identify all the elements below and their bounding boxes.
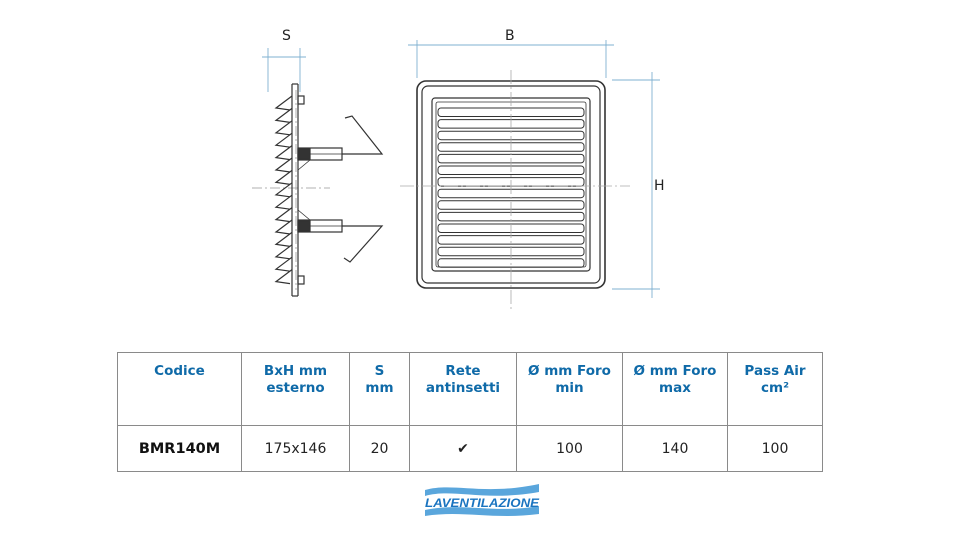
side-louver-slat (274, 269, 293, 285)
cell-s: 20 (349, 425, 410, 472)
side-louver-slat (274, 182, 293, 198)
dimension-label-s: S (282, 28, 291, 44)
table-row: BMR140M 175x146 20 ✔ 100 140 100 (117, 425, 823, 472)
cell-rete-check-icon: ✔ (409, 425, 517, 472)
side-louver-slat (274, 145, 293, 161)
side-louver-slat (274, 256, 293, 272)
side-louvers (274, 95, 293, 285)
cell-foro-max: 140 (622, 425, 728, 472)
side-louver-slat (274, 95, 293, 111)
dimension-h (612, 72, 660, 298)
front-centerlines (400, 70, 630, 312)
technical-drawing: S B H (252, 28, 665, 312)
side-louver-slat (274, 157, 293, 173)
brand-logo-text: LAVENTILAZIONE (425, 498, 539, 510)
cell-bxh: 175x146 (241, 425, 350, 472)
side-louver-slat (274, 207, 293, 223)
cell-foro-min: 100 (516, 425, 623, 472)
side-louver-slat (274, 107, 293, 123)
side-louver-slat (274, 219, 293, 235)
side-louver-slat (274, 231, 293, 247)
dimension-b (408, 40, 614, 78)
dimension-label-b: B (505, 28, 515, 44)
brand-logo: LAVENTILAZIONE (425, 484, 539, 516)
dimension-label-h: H (654, 178, 665, 194)
side-view (252, 83, 330, 297)
dimension-s (262, 48, 306, 92)
side-louver-slat (274, 132, 293, 148)
cell-pass-air: 100 (727, 425, 823, 472)
cell-code: BMR140M (117, 425, 242, 472)
side-fixings (297, 115, 384, 263)
side-louver-slat (274, 194, 293, 210)
header-codice: Codice (117, 352, 242, 426)
side-louver-slat (274, 120, 293, 136)
side-louver-slat (274, 244, 293, 260)
side-louver-slat (274, 169, 293, 185)
